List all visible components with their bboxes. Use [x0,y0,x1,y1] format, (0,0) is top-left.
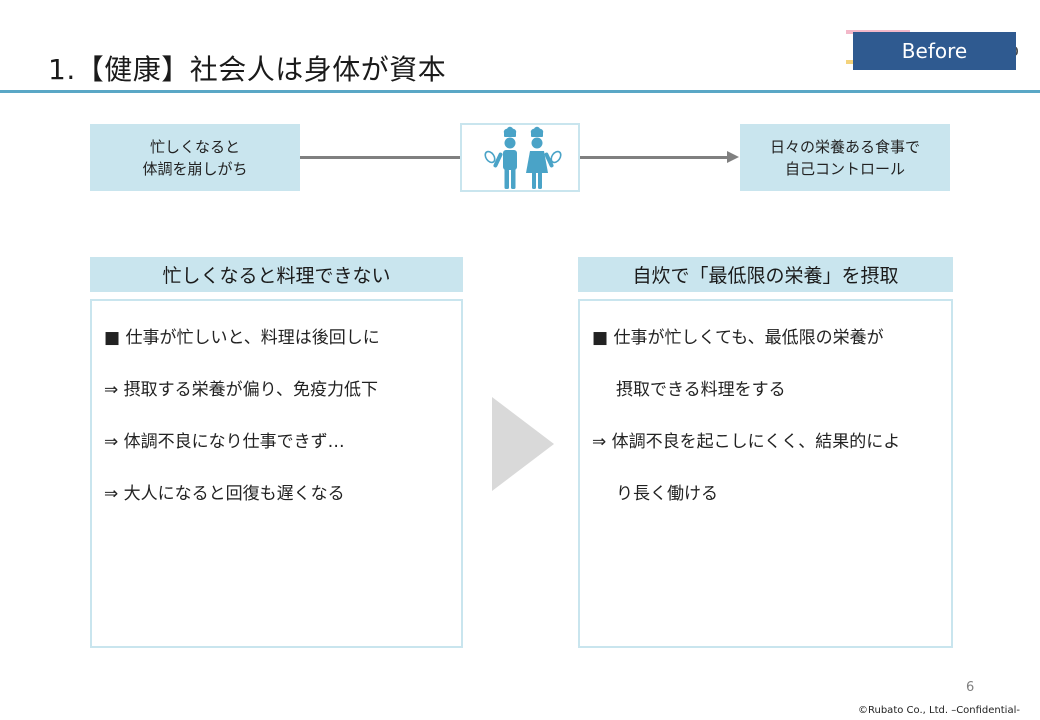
flow-start-line: 忙しくなると [149,137,240,156]
flow-arrowhead-icon [727,151,739,163]
right-panel-line: ⇒ 体調不良を起こしにくく、結果的によ [592,432,901,452]
chefs-icon-frame [460,123,580,192]
title-divider [0,90,1040,93]
right-panel-line: 摂取できる料理をする [616,380,786,400]
transition-arrow-icon [492,397,554,491]
left-panel-line: ⇒ 体調不良になり仕事できず… [104,432,345,452]
page-title: 1.【健康】社会人は身体が資本 [48,53,447,86]
flow-connector [580,156,730,159]
flow-goal-line: 日々の栄養ある食事で [769,137,920,156]
flow-connector [300,156,460,159]
right-panel-body: ■ 仕事が忙しくても、最低限の栄養が 摂取できる料理をする ⇒ 体調不良を起こし… [578,299,953,648]
right-panel-line: り長く働ける [616,484,718,504]
flow-start-box: 忙しくなると 体調を崩しがち [90,124,300,191]
left-panel-line: ⇒ 大人になると回復も遅くなる [104,484,345,504]
page-number: 6 [966,680,975,695]
copyright-notice: ©Rubato Co., Ltd. –Confidential- [858,705,1020,716]
left-panel-heading: 忙しくなると料理できない [90,257,463,292]
flow-goal-box: 日々の栄養ある食事で 自己コントロール [740,124,950,191]
right-panel-line: ■ 仕事が忙しくても、最低限の栄養が [592,328,884,348]
before-badge: Before [853,32,1016,70]
left-panel-line: ⇒ 摂取する栄養が偏り、免疫力低下 [104,380,378,400]
left-panel-line: ■ 仕事が忙しいと、料理は後回しに [104,328,380,348]
chefs-icon [484,126,562,189]
flow-goal-line: 自己コントロール [784,159,905,178]
logo-accent-yellow [846,60,854,64]
left-panel-body: ■ 仕事が忙しいと、料理は後回しに ⇒ 摂取する栄養が偏り、免疫力低下 ⇒ 体調… [90,299,463,648]
right-panel-heading: 自炊で「最低限の栄養」を摂取 [578,257,953,292]
flow-start-line: 体調を崩しがち [142,159,248,178]
